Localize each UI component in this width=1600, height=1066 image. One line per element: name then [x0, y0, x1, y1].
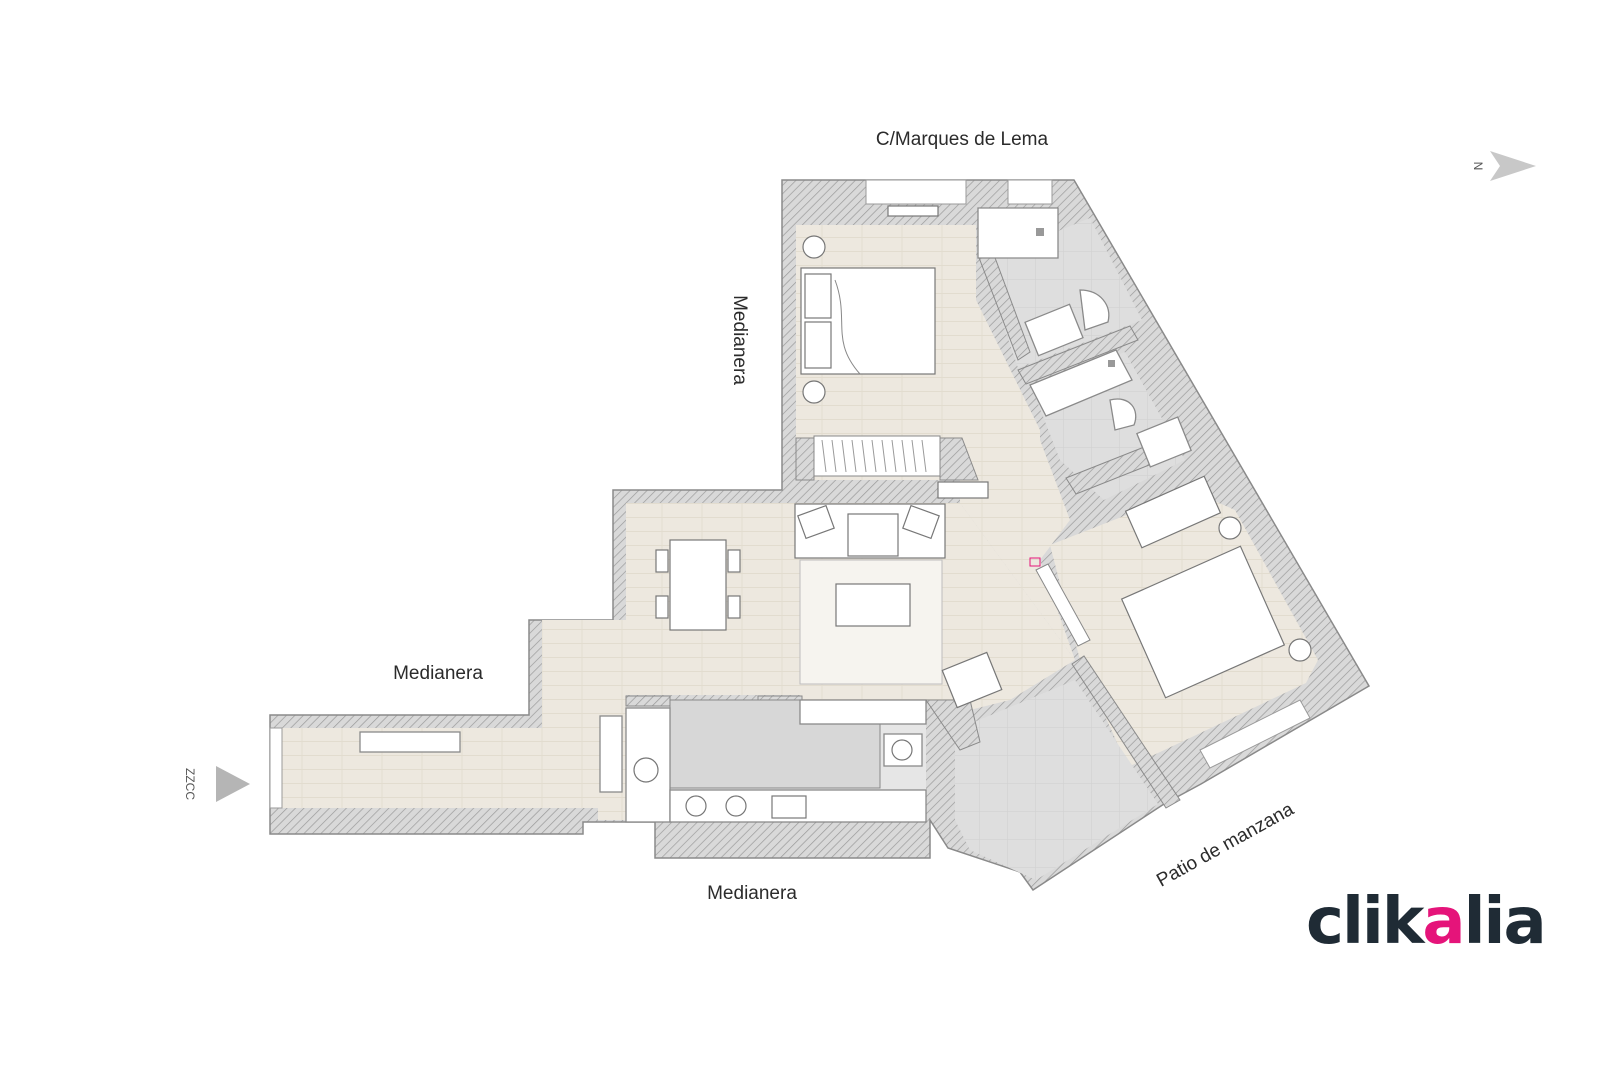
logo-accent: a	[1422, 885, 1463, 959]
svg-text:clikalia: clikalia	[1306, 885, 1545, 959]
bedroom-2-furniture	[1029, 475, 1312, 699]
north-label: N	[1471, 162, 1485, 171]
party-wall-left-label: Medianera	[393, 663, 483, 684]
bathroom-2-fixtures	[1029, 349, 1192, 468]
wardrobe	[813, 435, 941, 477]
party-wall-top-label: Medianera	[729, 295, 750, 385]
washbasin	[1024, 303, 1084, 357]
interior-walls	[625, 254, 1183, 809]
clikalia-logo: clikalia	[1306, 885, 1547, 959]
living-room-furniture	[655, 481, 1003, 709]
courtyard-label: Patio de manzana	[1153, 799, 1298, 892]
double-bed-2	[1120, 545, 1286, 699]
common-areas-label: ZZCC	[183, 768, 197, 800]
coffee-table	[835, 583, 911, 627]
washbasin-2	[1136, 416, 1192, 468]
dining-table	[669, 539, 727, 631]
windows	[269, 179, 1311, 809]
bathroom-1-fixtures	[977, 207, 1110, 357]
logo-suffix: lia	[1464, 885, 1545, 959]
logo-prefix: clik	[1306, 885, 1426, 959]
kitchen-fixtures	[599, 699, 927, 823]
corridor-shelf	[359, 731, 461, 753]
north-arrow-icon: N	[1471, 151, 1536, 181]
armchair	[941, 651, 1003, 709]
entrance-arrow-icon	[216, 766, 250, 802]
street-label: C/Marques de Lema	[876, 129, 1049, 150]
bedroom-1-furniture	[800, 205, 941, 477]
radiator	[1035, 563, 1091, 647]
party-wall-bottom-label: Medianera	[707, 883, 797, 904]
